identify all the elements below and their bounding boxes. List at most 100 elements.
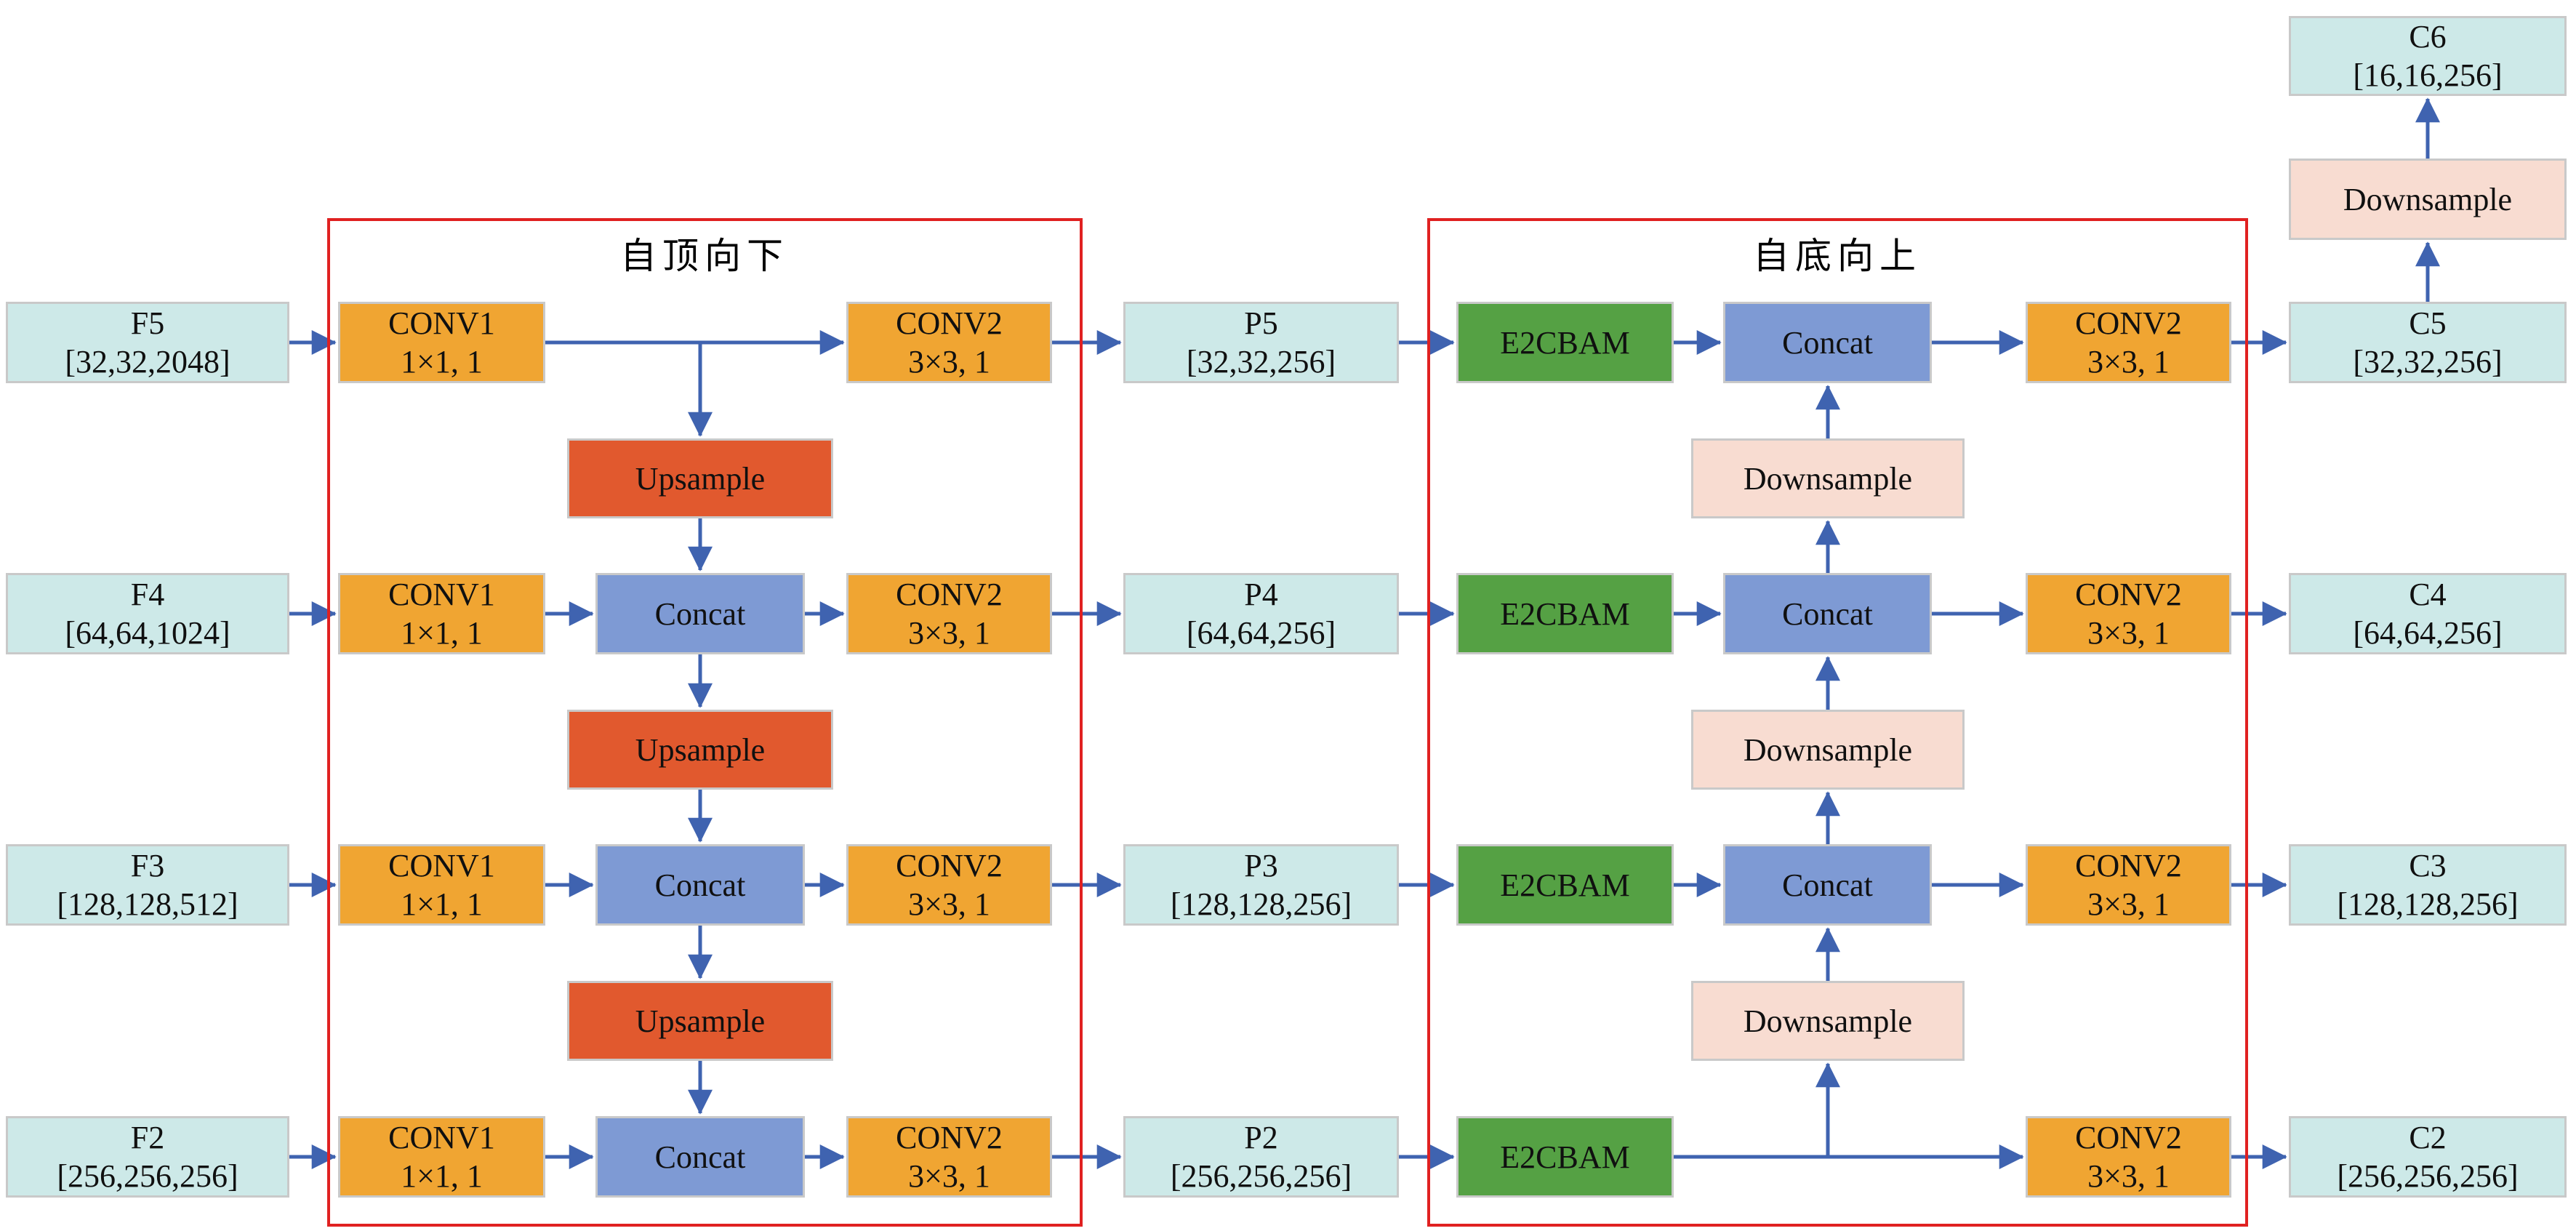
conv2-kernel: 3×3, 1 (908, 1158, 990, 1194)
node-c4-name: C4 (2409, 577, 2447, 612)
node-f4-name: F4 (130, 577, 165, 612)
node-c6: C6 [16,16,256] (2289, 16, 2567, 96)
node-downsample-top: Downsample (2289, 159, 2567, 240)
concat-label: Concat (654, 596, 746, 632)
conv1-label: CONV1 (388, 305, 495, 341)
node-f2: F2 [256,256,256] (6, 1116, 289, 1198)
node-conv2-right-row2: CONV2 3×3, 1 (2026, 1116, 2231, 1198)
conv1-kernel: 1×1, 1 (401, 615, 483, 651)
conv2-label: CONV2 (896, 1120, 1003, 1155)
node-downsample-3: Downsample (1691, 981, 1965, 1061)
concat-label: Concat (1782, 867, 1873, 903)
node-p4: P4 [64,64,256] (1123, 573, 1399, 654)
node-p3-shape: [128,128,256] (1170, 886, 1352, 922)
node-f5: F5 [32,32,2048] (6, 302, 289, 383)
node-c6-name: C6 (2409, 19, 2447, 55)
node-c3-shape: [128,128,256] (2337, 886, 2519, 922)
node-concat-left-row4: Concat (595, 573, 805, 654)
conv1-label: CONV1 (388, 1120, 495, 1155)
e2cbam-label: E2CBAM (1500, 596, 1630, 632)
conv2-kernel: 3×3, 1 (908, 615, 990, 651)
node-conv2-left-row2: CONV2 3×3, 1 (846, 1116, 1052, 1198)
node-f2-shape: [256,256,256] (57, 1158, 238, 1194)
conv2-kernel: 3×3, 1 (2087, 886, 2170, 922)
conv2-label: CONV2 (2075, 1120, 2182, 1155)
node-c3-name: C3 (2409, 848, 2447, 883)
conv2-label: CONV2 (896, 577, 1003, 612)
conv2-kernel: 3×3, 1 (2087, 344, 2170, 380)
conv1-kernel: 1×1, 1 (401, 1158, 483, 1194)
conv1-label: CONV1 (388, 577, 495, 612)
node-p4-shape: [64,64,256] (1186, 615, 1336, 651)
conv2-label: CONV2 (896, 305, 1003, 341)
node-conv2-left-row3: CONV2 3×3, 1 (846, 844, 1052, 926)
node-p5-shape: [32,32,256] (1186, 344, 1336, 380)
node-f4: F4 [64,64,1024] (6, 573, 289, 654)
conv1-kernel: 1×1, 1 (401, 344, 483, 380)
node-e2cbam-row2: E2CBAM (1456, 1116, 1674, 1198)
node-p3: P3 [128,128,256] (1123, 844, 1399, 926)
upsample-label: Upsample (635, 731, 766, 768)
conv2-kernel: 3×3, 1 (2087, 615, 2170, 651)
bottom-up-region-title: 自底向上 (1753, 236, 1922, 276)
node-f3-name: F3 (130, 848, 165, 883)
downsample-label: Downsample (2343, 181, 2513, 217)
node-f3: F3 [128,128,512] (6, 844, 289, 926)
node-f3-shape: [128,128,512] (57, 886, 238, 922)
node-e2cbam-row3: E2CBAM (1456, 844, 1674, 926)
downsample-label: Downsample (1743, 731, 1913, 768)
node-p2-name: P2 (1244, 1120, 1278, 1155)
node-p2: P2 [256,256,256] (1123, 1116, 1399, 1198)
top-down-region-title: 自顶向下 (620, 236, 789, 276)
node-c4: C4 [64,64,256] (2289, 573, 2567, 654)
e2cbam-label: E2CBAM (1500, 324, 1630, 361)
conv2-kernel: 3×3, 1 (2087, 1158, 2170, 1194)
conv2-label: CONV2 (2075, 848, 2182, 883)
node-p2-shape: [256,256,256] (1170, 1158, 1352, 1194)
node-c6-shape: [16,16,256] (2353, 57, 2503, 93)
conv1-kernel: 1×1, 1 (401, 886, 483, 922)
conv2-label: CONV2 (896, 848, 1003, 883)
node-conv1-row3: CONV1 1×1, 1 (338, 844, 545, 926)
node-c5-shape: [32,32,256] (2353, 344, 2503, 380)
node-p4-name: P4 (1244, 577, 1278, 612)
e2cbam-label: E2CBAM (1500, 1139, 1630, 1175)
node-e2cbam-row4: E2CBAM (1456, 573, 1674, 654)
node-concat-left-row3: Concat (595, 844, 805, 926)
node-conv2-right-row3: CONV2 3×3, 1 (2026, 844, 2231, 926)
upsample-label: Upsample (635, 460, 766, 497)
node-conv1-row5: CONV1 1×1, 1 (338, 302, 545, 383)
node-upsample-1: Upsample (567, 438, 833, 518)
node-conv1-row2: CONV1 1×1, 1 (338, 1116, 545, 1198)
node-concat-right-row3: Concat (1723, 844, 1932, 926)
concat-label: Concat (1782, 324, 1873, 361)
node-downsample-2: Downsample (1691, 710, 1965, 790)
conv2-kernel: 3×3, 1 (908, 886, 990, 922)
conv2-kernel: 3×3, 1 (908, 344, 990, 380)
node-p5-name: P5 (1244, 305, 1278, 341)
node-conv2-left-row4: CONV2 3×3, 1 (846, 573, 1052, 654)
node-upsample-3: Upsample (567, 981, 833, 1061)
concat-label: Concat (1782, 596, 1873, 632)
conv1-label: CONV1 (388, 848, 495, 883)
node-c4-shape: [64,64,256] (2353, 615, 2503, 651)
node-c5: C5 [32,32,256] (2289, 302, 2567, 383)
node-c2: C2 [256,256,256] (2289, 1116, 2567, 1198)
conv2-label: CONV2 (2075, 577, 2182, 612)
node-f5-name: F5 (130, 305, 165, 341)
node-c2-shape: [256,256,256] (2337, 1158, 2519, 1194)
node-e2cbam-row5: E2CBAM (1456, 302, 1674, 383)
node-c5-name: C5 (2409, 305, 2447, 341)
downsample-label: Downsample (1743, 1003, 1913, 1039)
node-c2-name: C2 (2409, 1120, 2447, 1155)
node-concat-left-row2: Concat (595, 1116, 805, 1198)
node-f4-shape: [64,64,1024] (65, 615, 230, 651)
node-conv2-right-row5: CONV2 3×3, 1 (2026, 302, 2231, 383)
node-c3: C3 [128,128,256] (2289, 844, 2567, 926)
node-concat-right-row5: Concat (1723, 302, 1932, 383)
downsample-label: Downsample (1743, 460, 1913, 497)
concat-label: Concat (654, 1139, 746, 1175)
node-concat-right-row4: Concat (1723, 573, 1932, 654)
